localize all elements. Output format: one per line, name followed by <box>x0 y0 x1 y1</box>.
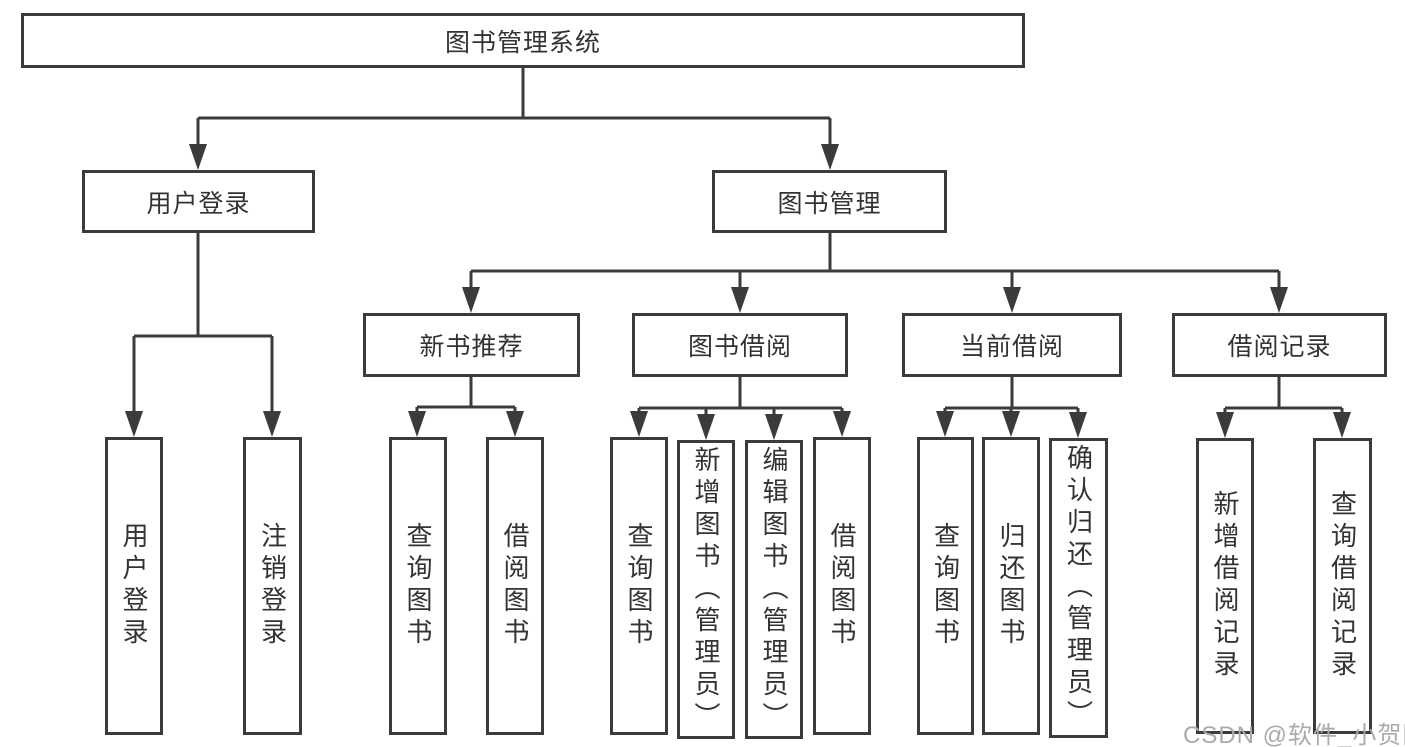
arrowheads <box>125 144 1351 440</box>
watermark: CSDN @软件_小贺同学 <box>1183 722 1405 747</box>
node-library-management-system-label: 图书管理系统 <box>444 28 601 57</box>
leaf-query-borrow-record: 查询借阅记录 <box>1313 438 1372 734</box>
node-user-login-label: 用户登录 <box>146 189 251 218</box>
leaf-logout-login: 注销登录 <box>243 437 302 735</box>
leaf-add-borrow-record-label: 新增借阅记录 <box>1210 490 1240 682</box>
leaf-query-borrow-record-label: 查询借阅记录 <box>1327 490 1358 682</box>
node-current-borrow: 当前借阅 <box>902 313 1122 377</box>
node-current-borrow-label: 当前借阅 <box>959 333 1064 361</box>
leaf-borrow-books-recommend: 借阅图书 <box>486 437 544 735</box>
leaf-add-book-admin-label: 新增图书（管理员） <box>691 445 721 734</box>
leaf-user-login: 用户登录 <box>105 437 163 735</box>
node-book-management-label: 图书管理 <box>777 189 882 218</box>
leaf-add-book-admin: 新增图书（管理员） <box>677 440 735 739</box>
node-borrow-records: 借阅记录 <box>1172 313 1387 377</box>
leaf-logout-login-label: 注销登录 <box>257 522 288 650</box>
leaf-edit-book-admin-label: 编辑图书（管理员） <box>759 445 789 734</box>
leaf-query-books-borrow: 查询图书 <box>610 437 668 735</box>
node-book-borrow: 图书借阅 <box>632 313 848 377</box>
leaf-query-books-borrow-label: 查询图书 <box>624 522 654 650</box>
leaf-user-login-label: 用户登录 <box>119 522 149 650</box>
node-new-book-recommend: 新书推荐 <box>363 313 580 377</box>
leaf-confirm-return-admin-label: 确认归还（管理员） <box>1063 444 1094 732</box>
leaf-query-books-recommend: 查询图书 <box>389 437 447 735</box>
leaf-return-books: 归还图书 <box>982 437 1040 735</box>
leaf-add-borrow-record: 新增借阅记录 <box>1196 438 1254 734</box>
leaf-query-books-current: 查询图书 <box>917 437 974 735</box>
leaf-query-books-recommend-label: 查询图书 <box>403 522 433 650</box>
node-book-borrow-label: 图书借阅 <box>687 333 792 361</box>
leaf-borrow-books: 借阅图书 <box>813 437 871 735</box>
leaf-borrow-books-label: 借阅图书 <box>827 522 857 650</box>
leaf-query-books-current-label: 查询图书 <box>930 522 961 650</box>
leaf-edit-book-admin: 编辑图书（管理员） <box>745 440 803 739</box>
leaf-return-books-label: 归还图书 <box>996 522 1026 650</box>
node-new-book-recommend-label: 新书推荐 <box>419 333 524 361</box>
node-borrow-records-label: 借阅记录 <box>1227 333 1332 361</box>
node-user-login: 用户登录 <box>82 170 315 233</box>
leaf-confirm-return-admin: 确认归还（管理员） <box>1049 438 1108 738</box>
node-book-management: 图书管理 <box>712 170 947 233</box>
node-library-management-system: 图书管理系统 <box>21 13 1025 68</box>
leaf-borrow-books-recommend-label: 借阅图书 <box>500 522 530 650</box>
